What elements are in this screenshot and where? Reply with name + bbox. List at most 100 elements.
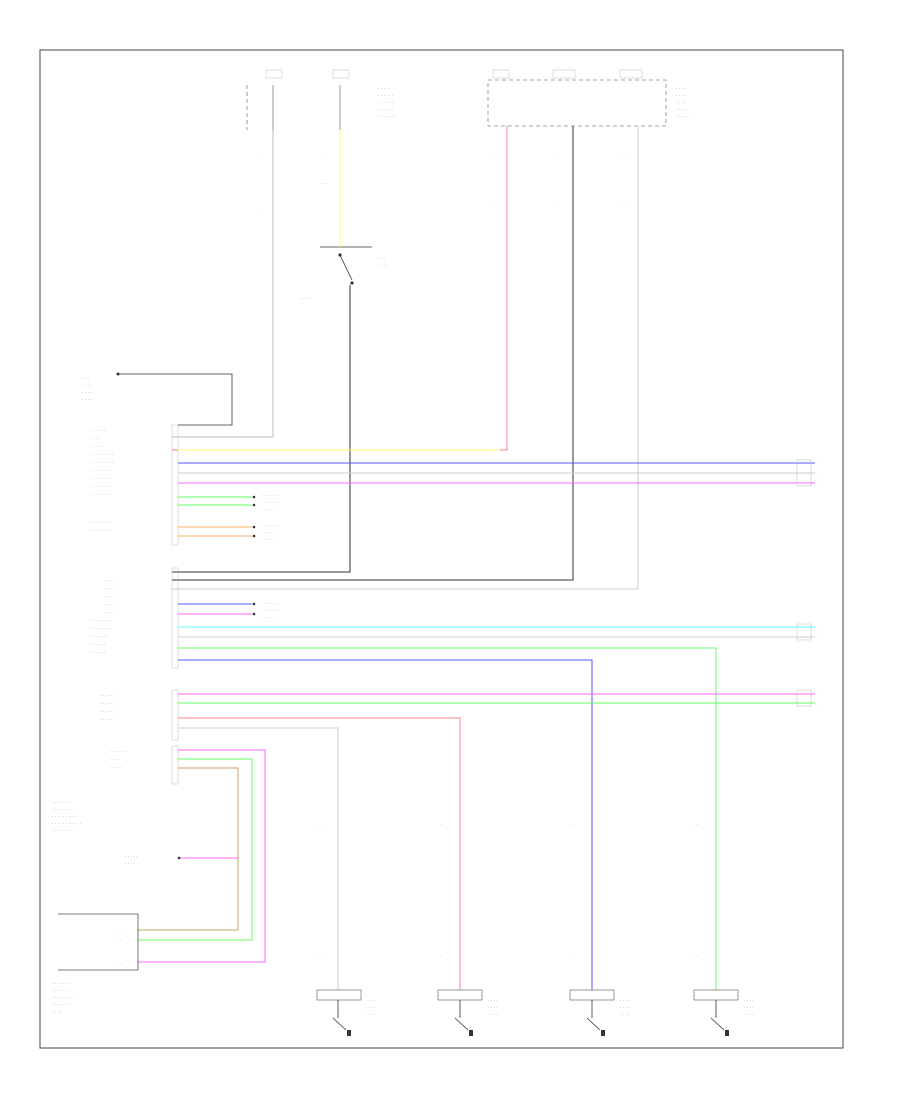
svg-text:· · · · ·: · · · · ·	[82, 390, 95, 395]
svg-text:· · · · · · · ·: · · · · · · · ·	[90, 468, 111, 473]
svg-text:· · ·: · · ·	[694, 955, 699, 959]
svg-text:· · · ·: · · · ·	[620, 1012, 630, 1017]
svg-text:· · · ·: · · · ·	[676, 100, 686, 105]
door-switch-4: · · · · · · · · · · · ·	[693, 989, 754, 1036]
module-connector-4: · · · · · · · · · · · · · · ·	[110, 745, 179, 785]
svg-text:· · · ·: · · · ·	[105, 578, 115, 583]
svg-text:· · · · · ·: · · · · · ·	[100, 693, 115, 698]
wire-pink-data	[138, 749, 266, 963]
svg-text:·: ·	[325, 155, 326, 159]
svg-text:·: ·	[822, 627, 823, 631]
svg-text:· · · · · ·: · · · · · ·	[378, 93, 393, 98]
svg-text:· · · · · ·: · · · · · ·	[378, 107, 393, 112]
remote-sensor: · · · · · · · · · · · · · · · ·	[82, 372, 233, 426]
svg-text:· · · ·: · · · ·	[366, 1005, 376, 1010]
svg-text:· · · ·: · · · ·	[744, 1012, 754, 1017]
diagram-frame	[39, 49, 844, 1049]
svg-text:· · · · · ·: · · · · · ·	[378, 100, 393, 105]
svg-text:· · · ·: · · · ·	[488, 998, 498, 1003]
svg-text:· · · ·: · · · ·	[676, 93, 686, 98]
svg-text:· · · · · · · · ·: · · · · · · · · ·	[52, 814, 76, 819]
svg-text:·: ·	[822, 482, 823, 486]
svg-text:· · ·: · · ·	[82, 376, 89, 381]
wire-white-fuse3	[172, 126, 639, 590]
svg-text:· · · · · ·: · · · · · ·	[262, 601, 277, 606]
right-connector-2: · ·	[796, 623, 823, 641]
svg-text:· · · · · · · ·: · · · · · · · ·	[90, 618, 111, 623]
svg-text:· ·: · ·	[318, 823, 321, 827]
svg-text:· · · · · · ·: · · · · · · ·	[52, 800, 70, 805]
svg-text:·: ·	[822, 472, 823, 476]
door-switch-3: · · · · · · · · · · · ·	[569, 989, 630, 1036]
svg-text:· · · · ·: · · · · ·	[125, 854, 138, 859]
svg-text:· · · ·: · · · ·	[52, 1009, 62, 1014]
door-switch-2: · · · · · · · · · · · ·	[437, 989, 498, 1036]
svg-text:· ·: · ·	[260, 155, 263, 159]
svg-text:· · · · ·: · · · · ·	[676, 107, 689, 112]
svg-text:· · · · · ·: · · · · · ·	[262, 523, 277, 528]
svg-text:· · · · · ·: · · · · · ·	[100, 709, 115, 714]
svg-text:· · · · ·: · · · · ·	[378, 86, 391, 91]
svg-text:· ·: · ·	[260, 212, 263, 216]
svg-text:·: ·	[822, 703, 823, 707]
svg-text:· ·: · ·	[318, 955, 321, 959]
svg-text:· · · ·: · · · ·	[620, 998, 630, 1003]
svg-text:· · · · ·: · · · · ·	[90, 444, 103, 449]
svg-text:· · · · · ·: · · · · · ·	[90, 650, 105, 655]
svg-text:· · · ·: · · · ·	[105, 602, 115, 607]
svg-text:· · · · · · · · · · ·: · · · · · · · · · · ·	[52, 821, 81, 826]
sensor-connector: · · · · · · · · ·	[125, 854, 181, 866]
fuse-block-left: · · · · · · · · · · · · · · · · · · · · …	[246, 69, 396, 130]
svg-text:· · · ·: · · · ·	[320, 182, 328, 186]
fuse-block-right: · · · · · · · · · · · · · · · · · · · · …	[487, 69, 691, 127]
svg-text:· · · · · · ·: · · · · · · ·	[52, 988, 70, 993]
svg-text:· · · · · ·: · · · · · ·	[100, 717, 115, 722]
door-lock-connector: · · · · · · · · · · · · · · · · · ·	[252, 601, 280, 620]
svg-text:· · · · ·: · · · · ·	[262, 530, 275, 535]
svg-text:· · · ·: · · · ·	[488, 1012, 498, 1017]
svg-text:· · · · · · · ·: · · · · · · · ·	[52, 828, 73, 833]
svg-text:· · · · · · ·: · · · · · · ·	[378, 114, 396, 119]
svg-text:· · · · · ·: · · · · · ·	[90, 642, 105, 647]
svg-text:· · · ·: · · · ·	[620, 1005, 630, 1010]
svg-text:· · · · · · · ·: · · · · · · · ·	[52, 995, 73, 1000]
svg-text:· · · · · · ·: · · · · · · ·	[90, 634, 108, 639]
exterior-lamp-connector: · · · · · · · · · · · · · · · ·	[252, 523, 277, 542]
svg-text:· · · · · · · ·: · · · · · · · ·	[90, 484, 111, 489]
svg-text:· · · ·: · · · ·	[378, 263, 388, 268]
svg-text:· · · · · · ·: · · · · · · ·	[52, 981, 70, 986]
svg-text:· · · · · ·: · · · · · ·	[90, 428, 105, 433]
svg-text:· · · · · ·: · · · · · ·	[676, 114, 691, 119]
svg-text:· · ·: · · ·	[118, 938, 123, 942]
module-connector-3: · · · · · · · · · · · · · · · · · · · · …	[100, 689, 179, 741]
svg-text:· ·: · ·	[572, 823, 575, 827]
svg-text:· · · ·: · · · ·	[110, 757, 120, 762]
wire-lgreen-data	[138, 758, 253, 941]
svg-text:· · ·: · · ·	[118, 962, 123, 966]
wire-black-fuse2	[172, 126, 574, 581]
svg-text:·: ·	[822, 637, 823, 641]
svg-text:· · · ·: · · · ·	[676, 86, 686, 91]
svg-text:· · · · · · · ·: · · · · · · · ·	[90, 492, 111, 497]
svg-text:· · ·: · · ·	[378, 256, 385, 261]
lower-receiver-module: · · · · · · · · · · · · · · · · · · · · …	[52, 913, 139, 1014]
svg-text:· · · ·: · · · ·	[366, 1012, 376, 1017]
svg-text:· ·: · ·	[440, 823, 443, 827]
door-switch-1: · · · · · · · · · · · ·	[316, 989, 376, 1036]
body-control-module-label: · · · · · · · · · · · · · · · · · · · · …	[52, 800, 81, 833]
svg-text:· · · · · ·: · · · · · ·	[100, 701, 115, 706]
svg-text:· · · ·: · · · ·	[82, 383, 92, 388]
svg-text:· · · · ·: · · · · ·	[262, 537, 275, 542]
svg-text:· ·: · ·	[622, 202, 625, 206]
svg-text:· · · ·: · · · ·	[105, 586, 115, 591]
wire-red-drop	[178, 717, 461, 990]
svg-text:· · · · · · ·: · · · · · · ·	[262, 500, 280, 505]
svg-text:· · · · · · · · ·: · · · · · · · · ·	[90, 460, 114, 465]
svg-text:· · · · · · ·: · · · · · · ·	[262, 608, 280, 613]
svg-text:· · · · · · · ·: · · · · · · · ·	[52, 807, 73, 812]
svg-text:· · · ·: · · · ·	[744, 1005, 754, 1010]
svg-text:· · · · · ·: · · · · · ·	[262, 493, 277, 498]
svg-text:· · · ·: · · · ·	[105, 610, 115, 615]
right-connector-1: · · ·	[796, 459, 823, 487]
